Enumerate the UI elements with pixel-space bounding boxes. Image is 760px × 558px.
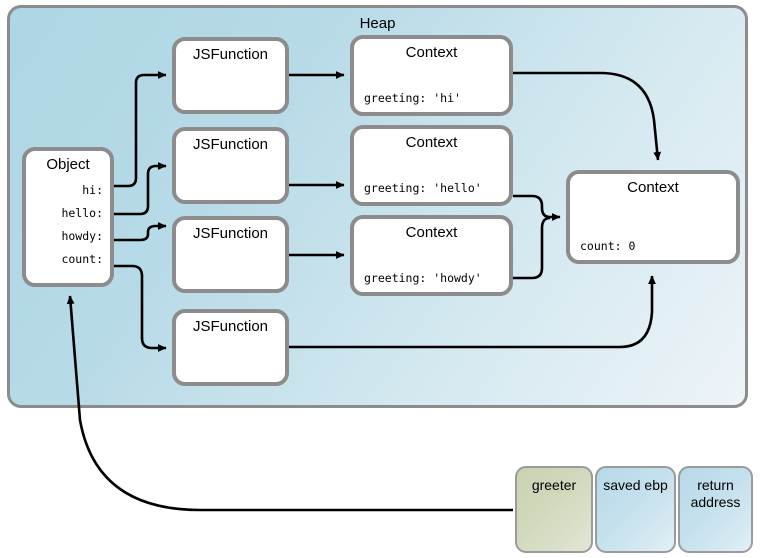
context-node-hello[interactable]: Context greeting: 'hello' xyxy=(350,125,513,206)
context-node-shared-value: count: 0 xyxy=(580,239,636,253)
stack-cell-saved-ebp[interactable]: saved ebp xyxy=(595,466,676,553)
object-property-howdy: howdy: xyxy=(61,229,103,243)
context-node-howdy-value: greeting: 'howdy' xyxy=(364,271,482,285)
jsfunction-node-4-title: JSFunction xyxy=(192,318,269,335)
context-node-howdy[interactable]: Context greeting: 'howdy' xyxy=(350,215,513,296)
context-node-shared-title: Context xyxy=(627,179,679,196)
context-node-hi-value: greeting: 'hi' xyxy=(364,91,461,105)
context-node-hello-value: greeting: 'hello' xyxy=(364,181,482,195)
context-node-shared[interactable]: Context count: 0 xyxy=(566,170,740,264)
jsfunction-node-1-title: JSFunction xyxy=(192,46,269,63)
object-node[interactable]: Object hi: hello: howdy: count: xyxy=(22,147,114,287)
jsfunction-node-2[interactable]: JSFunction xyxy=(172,127,289,204)
heap-label: Heap xyxy=(359,15,396,32)
object-property-list: hi: hello: howdy: count: xyxy=(26,179,103,271)
jsfunction-node-3-title: JSFunction xyxy=(192,225,269,242)
object-node-title: Object xyxy=(46,156,90,173)
object-property-count: count: xyxy=(61,252,103,266)
context-node-hi-title: Context xyxy=(405,44,458,61)
context-node-hi[interactable]: Context greeting: 'hi' xyxy=(350,35,513,116)
context-node-howdy-title: Context xyxy=(405,224,458,241)
jsfunction-node-3[interactable]: JSFunction xyxy=(172,216,289,293)
jsfunction-node-2-title: JSFunction xyxy=(192,136,269,153)
object-property-hello: hello: xyxy=(61,206,103,220)
jsfunction-node-1[interactable]: JSFunction xyxy=(172,37,289,114)
object-property-hi: hi: xyxy=(82,183,103,197)
jsfunction-node-4[interactable]: JSFunction xyxy=(172,309,289,386)
context-node-hello-title: Context xyxy=(405,134,458,151)
stack-cell-greeter[interactable]: greeter xyxy=(515,466,593,553)
